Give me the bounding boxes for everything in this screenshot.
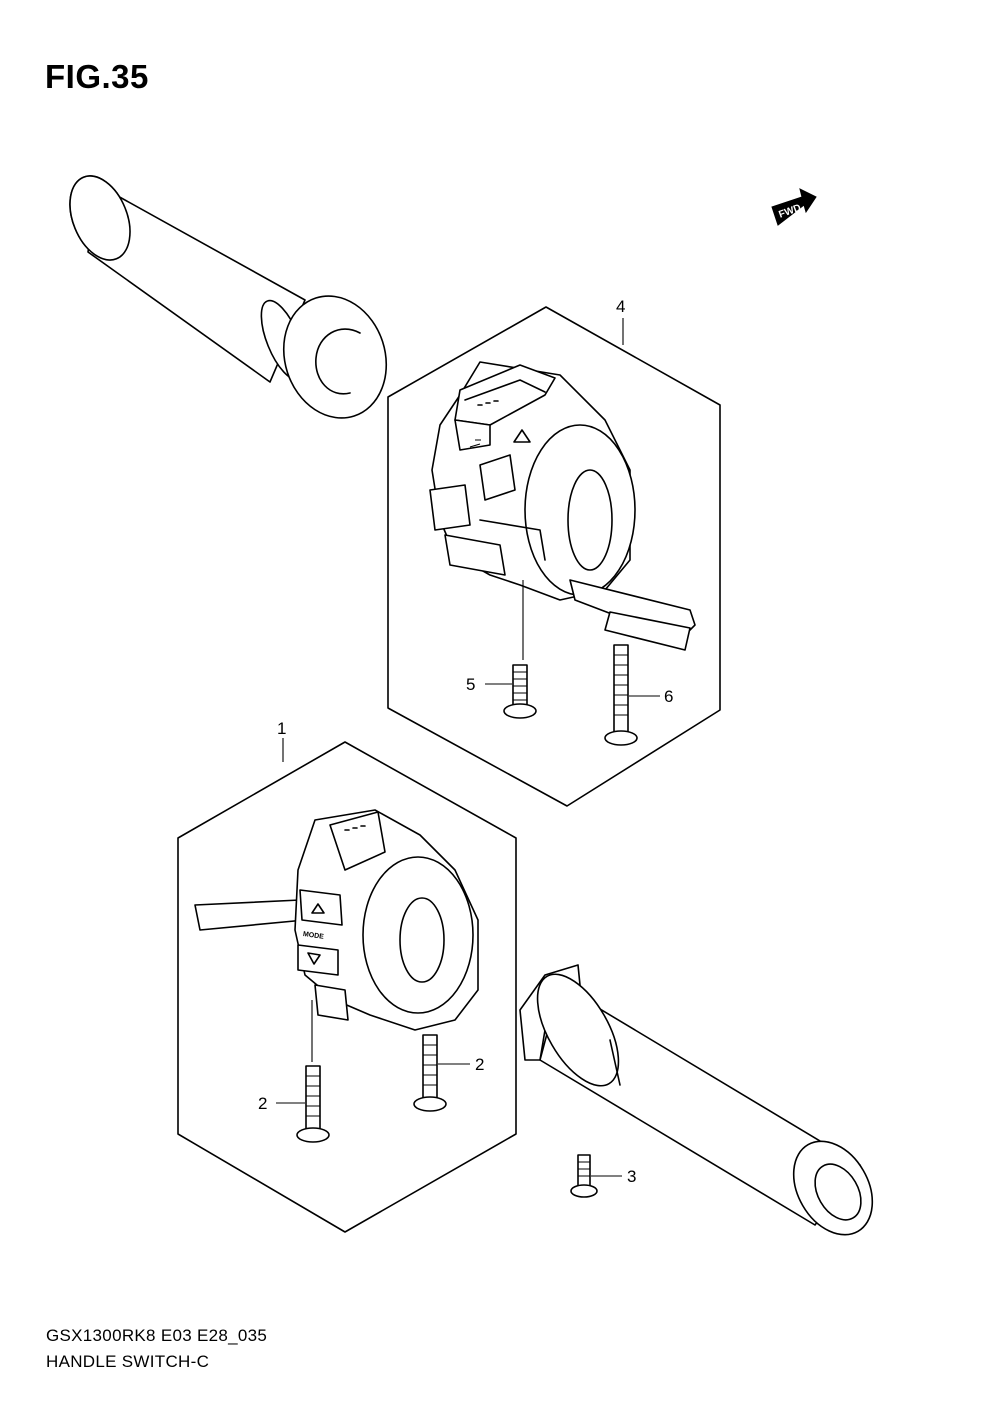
fwd-arrow-icon: FWD: [771, 188, 817, 226]
callout-4: 4: [616, 297, 625, 316]
callout-5: 5: [466, 675, 475, 694]
part-1-group: 1 MODE 2: [177, 719, 517, 1233]
screw-5: 5: [466, 664, 537, 719]
figure-title: FIG.35: [45, 58, 149, 95]
screw-6: 6: [604, 644, 673, 746]
screw-2-right: 2: [413, 1034, 484, 1112]
screw-2-left: 2: [258, 1065, 330, 1143]
throttle-grip: 3: [519, 964, 874, 1236]
section-name: HANDLE SWITCH-C: [46, 1352, 210, 1371]
mode-label: MODE: [302, 931, 324, 941]
callout-1: 1: [277, 719, 286, 738]
left-handle-switch-assembly: MODE: [194, 809, 479, 1062]
screw-3: 3: [570, 1154, 636, 1198]
part-4-group: 4 5: [387, 297, 721, 807]
right-handle-switch-assembly: [429, 361, 696, 660]
callout-3: 3: [627, 1167, 636, 1186]
callout-6: 6: [664, 687, 673, 706]
callout-2a: 2: [258, 1094, 267, 1113]
model-code: GSX1300RK8 E03 E28_035: [46, 1326, 268, 1345]
left-handle-grip: [69, 175, 388, 419]
callout-2b: 2: [475, 1055, 484, 1074]
